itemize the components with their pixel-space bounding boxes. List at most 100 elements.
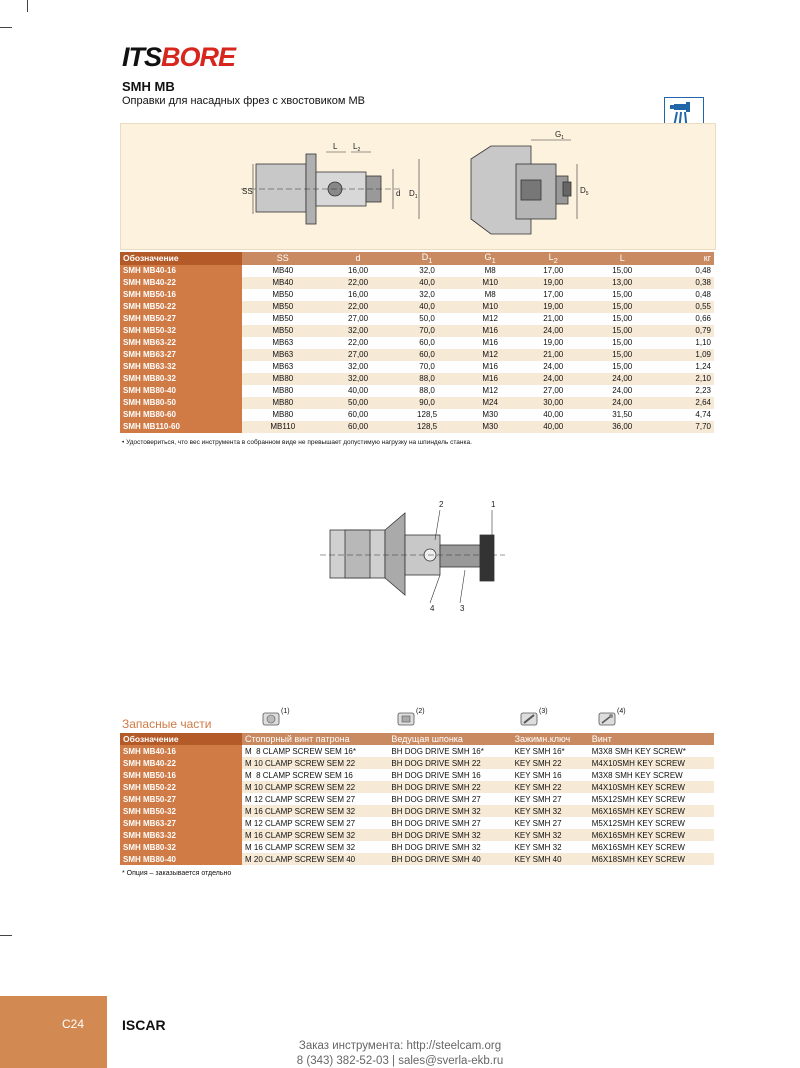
page-sidebar-block (0, 996, 107, 1068)
spec-cell-g1: M10 (461, 276, 519, 289)
spec-cell-d: 60,00 (323, 420, 393, 433)
header-kg: кг (656, 252, 714, 265)
key-screw-icon: (4) (598, 708, 626, 728)
icon-number-4: (4) (617, 708, 626, 715)
spec-cell-kg: 2,23 (656, 384, 714, 397)
spec-cell-l2: 17,00 (518, 288, 588, 301)
spec-cell-d: 16,00 (323, 288, 393, 301)
spec-cell-kg: 0,38 (656, 276, 714, 289)
spare-cell-clamp-screw: M 12 CLAMP SCREW SEM 27 (242, 793, 389, 805)
spec-cell-d: 27,00 (323, 312, 393, 325)
spec-cell-designation: SMH MB50-27 (120, 312, 242, 325)
icon-number-1: (1) (281, 708, 290, 715)
spec-cell-d1: 40,0 (392, 276, 462, 289)
label-l: L (333, 142, 338, 151)
header-d1: D1 (392, 252, 462, 265)
itsbore-logo: ITSBORE (122, 42, 236, 73)
weight-note: • Удостовериться, что вес инструмента в … (122, 439, 472, 446)
assembly-label-4: 4 (430, 604, 435, 613)
spec-cell-kg: 2,64 (656, 396, 714, 409)
spec-cell-l2: 21,00 (518, 312, 588, 325)
spec-cell-kg: 1,09 (656, 348, 714, 361)
assembly-drawing: 1 2 3 4 (320, 495, 510, 615)
spec-cell-designation: SMH MB40-16 (120, 264, 242, 277)
spec-cell-kg: 0,55 (656, 300, 714, 313)
spec-cell-l: 15,00 (587, 360, 657, 373)
header-d1-sub: 1 (428, 255, 433, 265)
spec-cell-ss: MB50 (242, 300, 324, 313)
spec-cell-d: 40,00 (323, 384, 393, 397)
spare-cell-key: KEY SMH 16 (511, 769, 589, 781)
order-line: Заказ инструмента: http://steelcam.org (298, 1040, 502, 1052)
assembly-label-2: 2 (439, 500, 444, 509)
spare-parts-title: Запасные части (122, 717, 212, 731)
spec-cell-d: 16,00 (323, 264, 393, 277)
spare-cell-dog-drive: BH DOG DRIVE SMH 32 (388, 805, 512, 817)
spare-header-dog-drive: Ведущая шпонка (388, 733, 512, 745)
spare-cell-screw: M3X8 SMH KEY SCREW (588, 769, 714, 781)
spare-cell-clamp-screw: M 16 CLAMP SCREW SEM 32 (242, 805, 389, 817)
spec-cell-designation: SMH MB50-22 (120, 300, 242, 313)
spec-cell-ss: MB50 (242, 288, 324, 301)
spare-header-screw: Винт (588, 733, 714, 745)
spec-cell-d: 60,00 (323, 408, 393, 421)
spare-header-designation: Обозначение (120, 733, 242, 745)
spec-cell-l: 15,00 (587, 300, 657, 313)
spare-cell-dog-drive: BH DOG DRIVE SMH 32 (388, 841, 512, 853)
assembly-label-3: 3 (460, 604, 465, 613)
spec-cell-designation: SMH MB63-32 (120, 360, 242, 373)
assembly-label-1: 1 (491, 500, 496, 509)
spec-cell-l: 13,00 (587, 276, 657, 289)
key-icon: (3) (520, 708, 548, 728)
spec-cell-ss: MB63 (242, 360, 324, 373)
spec-cell-d1: 128,5 (392, 420, 462, 433)
header-g1-sub: 1 (491, 255, 496, 265)
spare-parts-table: Обозначение Стопорный винт патрона Ведущ… (120, 733, 714, 865)
spare-header-clamp-screw: Стопорный винт патрона (242, 733, 389, 745)
spec-cell-d: 27,00 (323, 348, 393, 361)
spec-cell-kg: 1,10 (656, 336, 714, 349)
spare-cell-designation: SMH MB50-16 (120, 769, 242, 781)
spec-cell-d: 50,00 (323, 396, 393, 409)
logo-part-bore: BORE (161, 42, 236, 72)
spec-cell-designation: SMH MB50-16 (120, 288, 242, 301)
spare-cell-clamp-screw: M 16 CLAMP SCREW SEM 32 (242, 829, 389, 841)
header-designation: Обозначение (120, 252, 242, 265)
spare-cell-screw: M5X12SMH KEY SCREW (588, 793, 714, 805)
spec-cell-kg: 0,48 (656, 288, 714, 301)
product-code-title: SMH MB (122, 79, 175, 94)
spec-cell-g1: M30 (461, 420, 519, 433)
spec-cell-d1: 90,0 (392, 396, 462, 409)
spec-cell-designation: SMH MB63-22 (120, 336, 242, 349)
spec-cell-kg: 7,70 (656, 420, 714, 433)
option-note: * Опция – заказывается отдельно (122, 870, 232, 877)
header-g1-main: G (484, 252, 492, 262)
spare-cell-clamp-screw: M 20 CLAMP SCREW SEM 40 (242, 853, 389, 865)
dog-drive-icon: (2) (397, 708, 425, 728)
spare-cell-key: KEY SMH 22 (511, 757, 589, 769)
spec-cell-ss: MB63 (242, 348, 324, 361)
spec-cell-ss: MB50 (242, 324, 324, 337)
spec-cell-l: 15,00 (587, 348, 657, 361)
clamp-screw-icon: (1) (262, 708, 290, 728)
technical-drawing: SS d D1 L L2 G1 D5 (120, 123, 716, 250)
header-g1: G1 (461, 252, 519, 265)
spec-cell-l: 15,00 (587, 336, 657, 349)
spec-cell-kg: 0,48 (656, 264, 714, 277)
spare-cell-clamp-screw: M 8 CLAMP SCREW SEM 16* (242, 745, 389, 757)
side-view-drawing (241, 153, 401, 225)
spec-cell-g1: M8 (461, 288, 519, 301)
spec-cell-kg: 4,74 (656, 408, 714, 421)
spare-cell-designation: SMH MB50-22 (120, 781, 242, 793)
spec-cell-d: 22,00 (323, 276, 393, 289)
spec-cell-l: 24,00 (587, 372, 657, 385)
header-ss: SS (242, 252, 324, 265)
spare-cell-key: KEY SMH 27 (511, 817, 589, 829)
